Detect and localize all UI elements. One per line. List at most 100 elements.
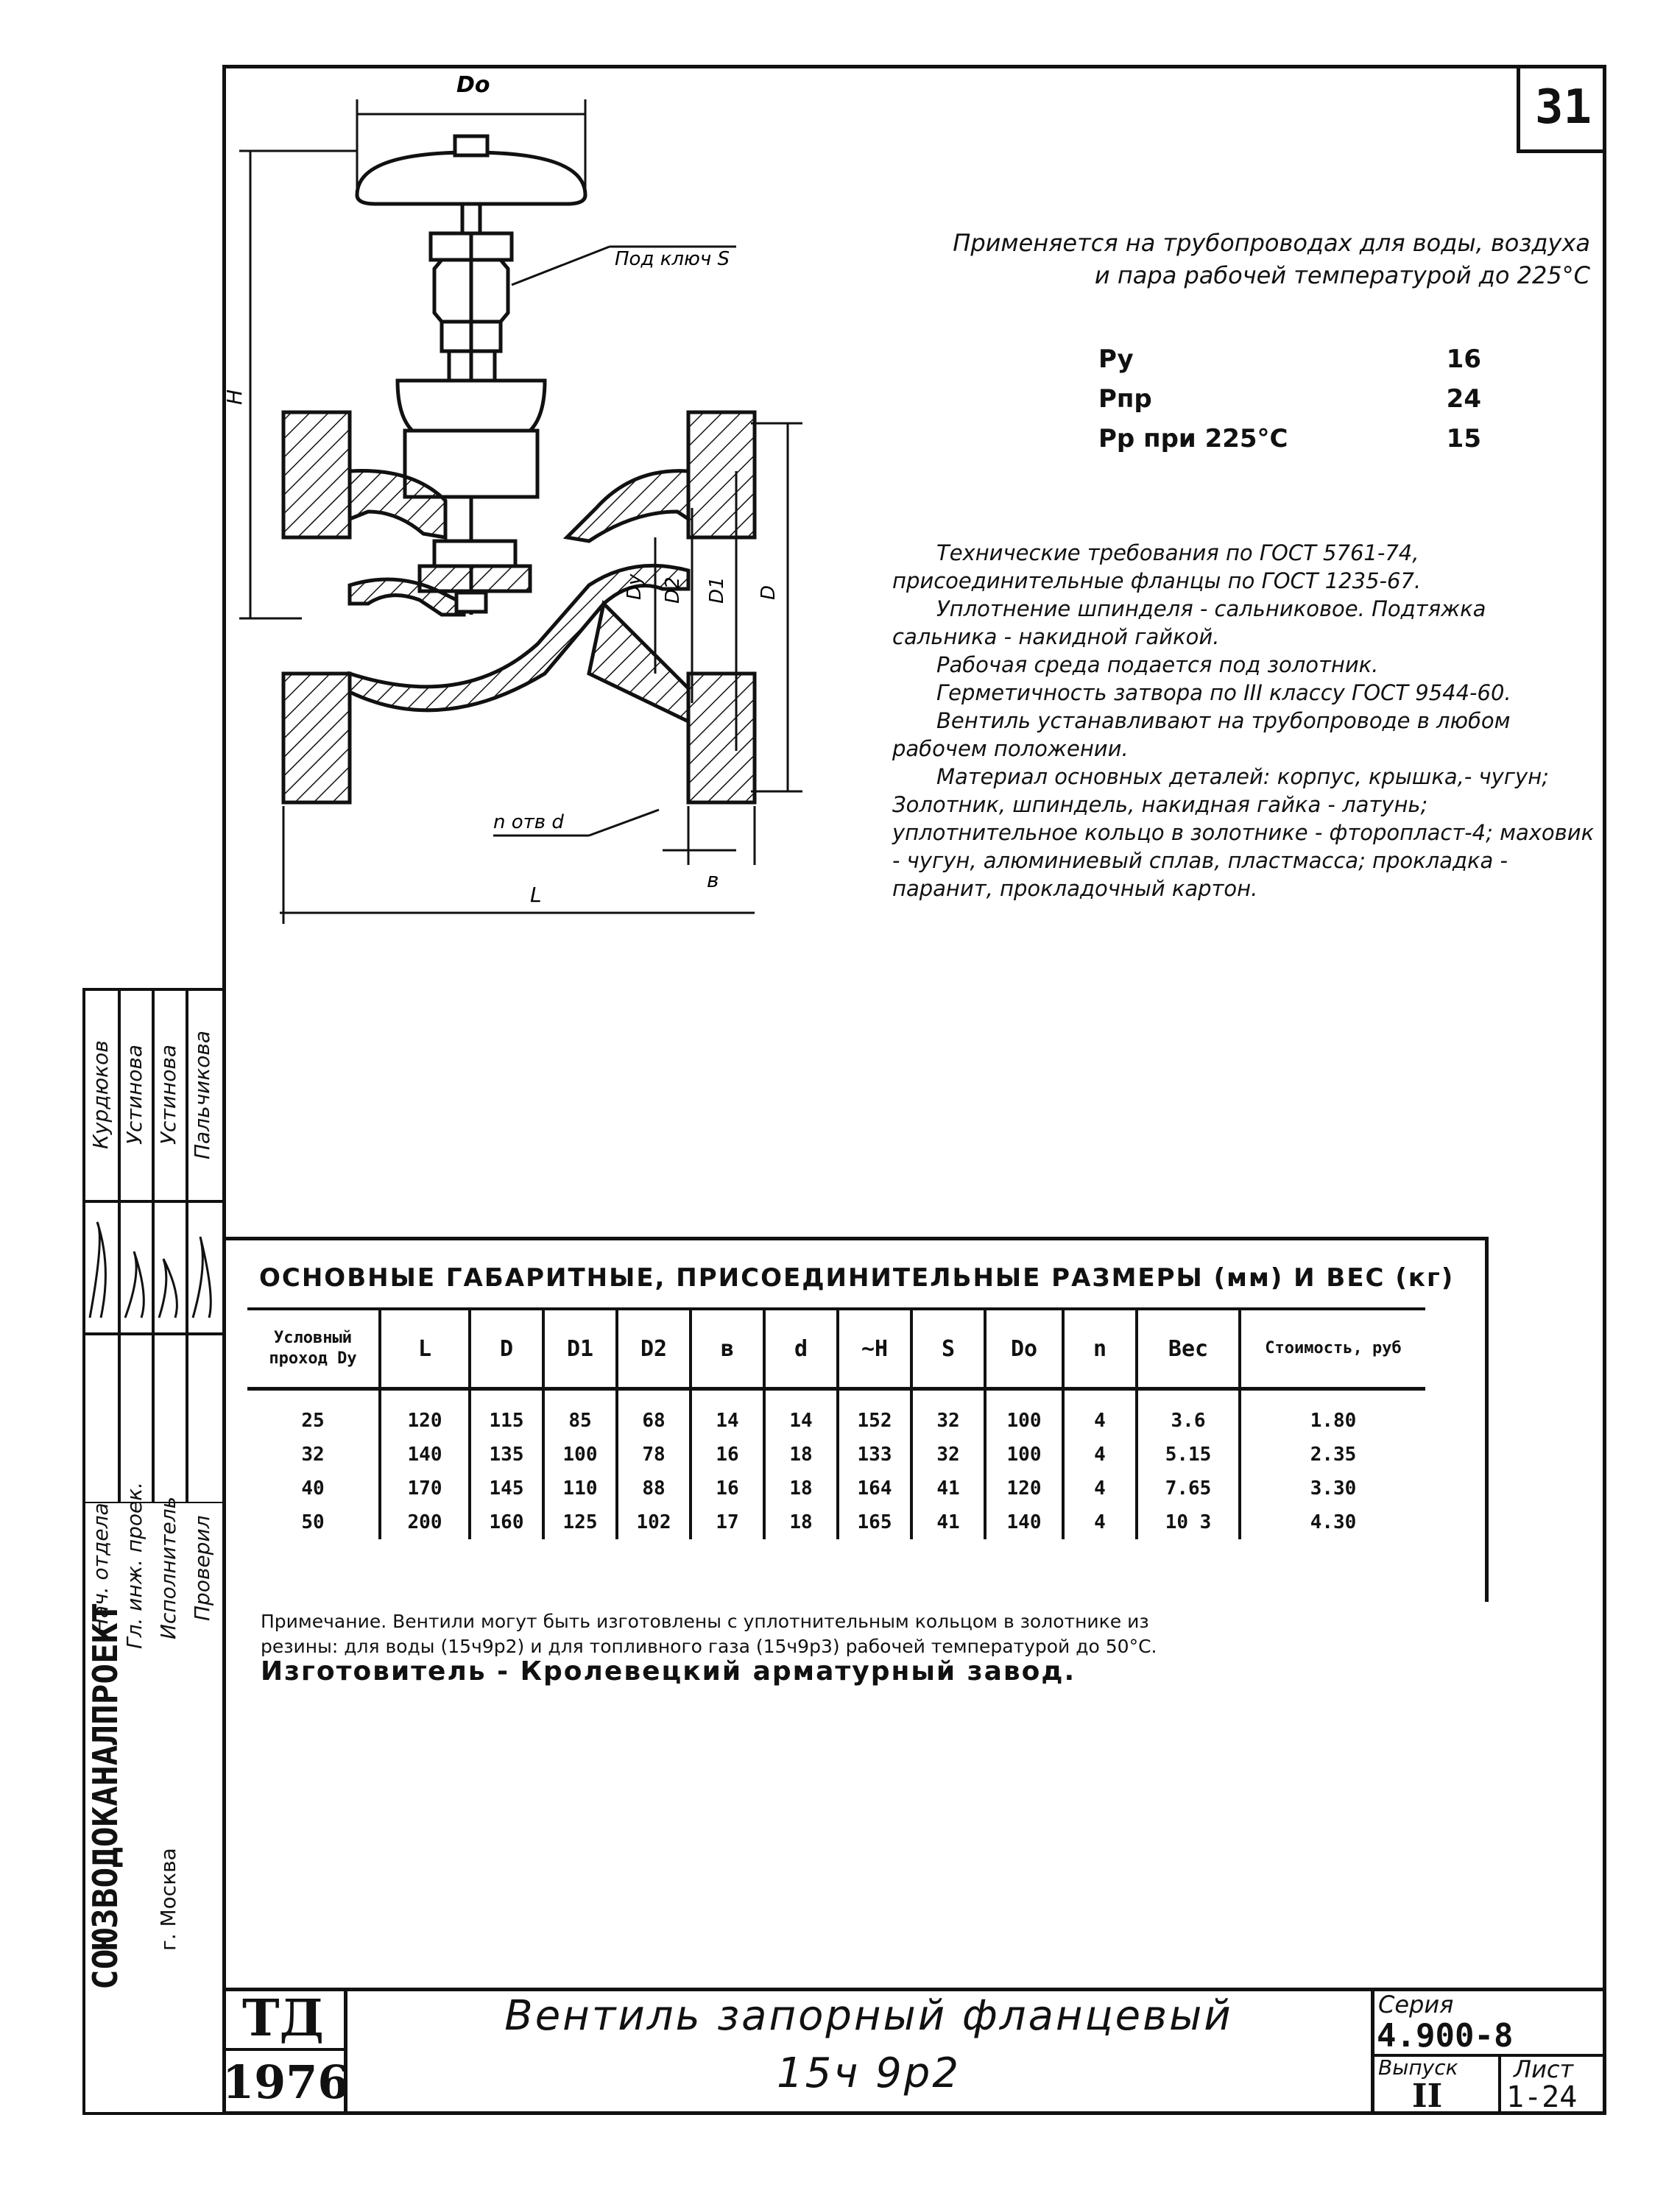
table-cell: 115 [468, 1388, 543, 1438]
sheet-number: 31 [1517, 65, 1606, 153]
footnote: Примечание. Вентили могут быть изготовле… [261, 1609, 1483, 1659]
application-line-2: и пара рабочей температурой до 225°С [1094, 261, 1590, 289]
pressure-value: 16 [1446, 345, 1481, 374]
table-cell: 133 [836, 1438, 911, 1472]
table-cell: 18 [763, 1472, 838, 1505]
valve-drawing: Dо Под ключ S H [222, 72, 802, 924]
table-cell: 165 [836, 1505, 911, 1539]
col-header: Стоимость, руб [1238, 1307, 1425, 1391]
col-header: d [763, 1307, 838, 1391]
col-header: D1 [542, 1307, 617, 1391]
bonnet-nut [428, 231, 514, 615]
table-cell: 40 [301, 1477, 325, 1500]
issue-value: II [1412, 2077, 1443, 2115]
table-cell: 4 [1062, 1438, 1137, 1472]
dim-label-holes: n отв d [493, 811, 564, 833]
table-header-row: Условный проход Dy L D D1 D2 в d ~H S Dо… [247, 1307, 1425, 1391]
table-cell: 125 [542, 1505, 617, 1539]
sheet-value: 1-24 [1506, 2080, 1578, 2114]
stamp-name: Курдюков [88, 1040, 113, 1149]
table-cell: 4 [1062, 1505, 1137, 1539]
document-title: Вентиль запорный фланцевый [504, 1992, 1233, 2040]
dim-label-dy: Dy [624, 573, 646, 600]
table-cell: 3.30 [1238, 1472, 1425, 1505]
table-cell: 145 [468, 1472, 543, 1505]
table-cell: 25 [301, 1410, 325, 1432]
note-paragraph: Уплотнение шпинделя - сальниковое. Подтя… [892, 596, 1486, 649]
col-header: S [910, 1307, 985, 1391]
table-cell: 100 [984, 1438, 1063, 1472]
issue-label: Выпуск [1378, 2055, 1458, 2080]
col-header: ~H [836, 1307, 911, 1391]
table-cell: 1.80 [1238, 1388, 1425, 1438]
dim-label-key: Под ключ S [615, 248, 730, 270]
note-paragraph: Технические требования по ГОСТ 5761-74, … [892, 540, 1422, 593]
series-value: 4.900-8 [1377, 2017, 1514, 2055]
table-cell: 120 [378, 1388, 470, 1438]
col-header: D [468, 1307, 543, 1391]
col-header: D2 [615, 1307, 691, 1391]
footnote-line-1: Примечание. Вентили могут быть изготовле… [261, 1611, 1149, 1632]
signatures [88, 1221, 212, 1318]
table-cell: 88 [615, 1472, 691, 1505]
col-header: Вес [1135, 1307, 1240, 1391]
table-cell: 140 [378, 1438, 470, 1472]
application-line-1: Применяется на трубопроводах для воды, в… [953, 229, 1590, 257]
dim-label-l: L [530, 883, 542, 907]
title-divider [1498, 2054, 1501, 2115]
table-cell: 100 [984, 1388, 1063, 1438]
valve-body [281, 410, 757, 805]
table-cell: 4 [1062, 1388, 1137, 1438]
stamp-role: Исполнитель [156, 1496, 180, 1640]
table-cell: 32 [301, 1444, 325, 1466]
dim-label-d2: D2 [662, 576, 684, 604]
table-cell: 2.35 [1238, 1438, 1425, 1472]
footnote-line-2: резины: для воды (15ч9р2) и для топливно… [261, 1636, 1157, 1657]
valve-bonnet [395, 378, 547, 499]
pressure-label: Pпр [1098, 384, 1152, 414]
table-cell: 135 [468, 1438, 543, 1472]
col-header: Условный проход Dy [247, 1307, 380, 1391]
stamp-name: Устинова [122, 1044, 147, 1145]
table-cell: 17 [689, 1505, 764, 1539]
table-cell: 164 [836, 1472, 911, 1505]
drawing-frame [222, 65, 1606, 2115]
note-paragraph: Рабочая среда подается под золотник. [936, 652, 1379, 677]
note-paragraph: Герметичность затвора по III классу ГОСТ… [936, 680, 1511, 705]
organization-name: СОЮЗВОДОКАНАЛПРОЕКТ [85, 1602, 125, 1991]
organization-city: г. Москва [156, 1848, 180, 1951]
table-cell: 100 [542, 1438, 617, 1472]
document-year: 1976 [222, 2051, 350, 2115]
table-cell: 110 [542, 1472, 617, 1505]
dim-label-do: Dо [456, 72, 490, 98]
title-divider [1371, 2054, 1606, 2057]
note-paragraph: Материал основных деталей: корпус, крышк… [892, 764, 1595, 901]
table-cell: 16 [689, 1438, 764, 1472]
pressure-value: 15 [1446, 424, 1481, 453]
table-cell: 120 [984, 1472, 1063, 1505]
table-cell: 200 [378, 1505, 470, 1539]
col-header: в [689, 1307, 764, 1391]
table-cell: 41 [910, 1505, 985, 1539]
table-cell: 14 [763, 1388, 838, 1438]
table-cell: 18 [763, 1438, 838, 1472]
table-cell: 160 [468, 1505, 543, 1539]
dim-label-d1: D1 [706, 576, 728, 604]
table-cell: 14 [689, 1388, 764, 1438]
table-cell: 18 [763, 1505, 838, 1539]
table-cell: 32 [910, 1438, 985, 1472]
stamp-name: Устинова [156, 1044, 180, 1145]
stamp-role: Проверил [190, 1515, 214, 1621]
valve-disc [417, 539, 532, 614]
dimensions-table: Условный проход Dy L D D1 D2 в d ~H S Dо… [247, 1307, 1425, 1539]
technical-notes: Технические требования по ГОСТ 5761-74, … [892, 539, 1595, 903]
col-header: n [1062, 1307, 1137, 1391]
dimension-h [239, 149, 357, 620]
table-cell: 68 [615, 1388, 691, 1438]
document-model: 15ч 9р2 [777, 2049, 961, 2097]
